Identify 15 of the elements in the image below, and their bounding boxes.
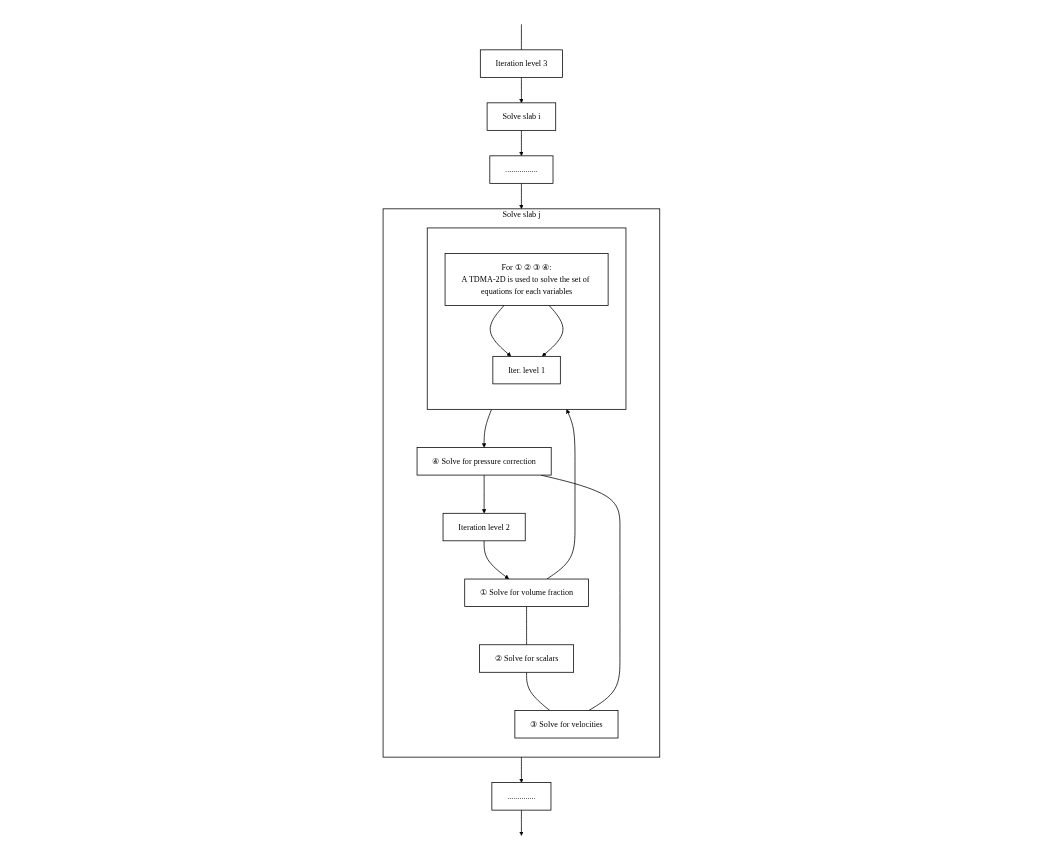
connector — [520, 23, 522, 50]
node-box: ................ — [489, 154, 553, 184]
node-box: Iter. level 1 — [492, 355, 561, 384]
node-box: Iteration level 2 — [442, 512, 526, 541]
node-box: ③ Solve for velocities — [514, 709, 618, 738]
node-box: ④ Solve for pressure correction — [416, 446, 552, 475]
connector — [525, 605, 527, 645]
node-box: .............. — [491, 781, 551, 810]
node-box: Iteration level 3 — [479, 49, 563, 78]
node-box: ① Solve for volume fraction — [463, 578, 589, 607]
node-box: Solve slab i — [486, 101, 556, 131]
node-box: ② Solve for scalars — [478, 643, 574, 673]
connector — [525, 671, 550, 711]
node-box: For ① ② ③ ④: A TDMA-2D is used to solve the set of equations for each variables — [444, 252, 609, 306]
cluster — [426, 227, 626, 410]
